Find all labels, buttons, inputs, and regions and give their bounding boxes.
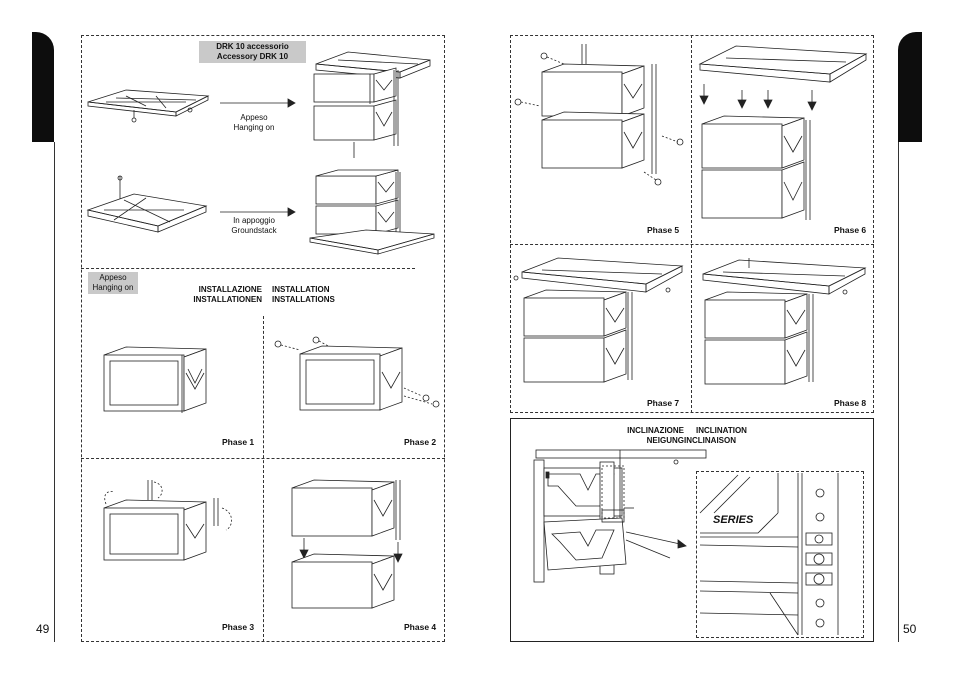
left-edge-tab	[32, 32, 54, 142]
hanging-tag: Appeso Hanging on	[88, 272, 138, 294]
inclination-frame	[510, 418, 874, 642]
groundstack-caption-line2: Groundstack	[231, 226, 277, 235]
phase4-speakers	[291, 479, 403, 609]
right-divider	[510, 244, 874, 245]
frame-illustration-groundstack	[86, 175, 208, 233]
accessory-line2: Accessory DRK 10	[216, 52, 289, 61]
accessory-line1: DRK 10 accessorio	[216, 42, 289, 51]
hanging-tag-line1: Appeso	[99, 273, 127, 282]
phase7-label: Phase 7	[647, 398, 680, 408]
right-divider-vertical	[691, 35, 692, 413]
hanging-caption: Appeso Hanging on	[222, 113, 286, 133]
hanging-stack-illustration	[313, 51, 431, 158]
right-edge-rule	[898, 142, 899, 642]
left-divider-vertical	[263, 316, 264, 642]
inclination-detail	[699, 473, 839, 636]
install-heading-right: INSTALLATION INSTALLATIONS	[272, 285, 335, 305]
hanging-caption-line2: Hanging on	[233, 123, 275, 132]
phase7-speakers	[513, 257, 684, 383]
phase8-speakers	[702, 258, 867, 385]
right-edge-tab	[898, 32, 922, 142]
phase5-speakers	[514, 44, 684, 186]
accessory-label: DRK 10 accessorio Accessory DRK 10	[199, 41, 306, 63]
inclination-heading-left: INCLINAZIONE NEIGUNG	[604, 426, 684, 446]
groundstack-caption-line1: In appoggio	[233, 216, 275, 225]
groundstack-caption: In appoggio Groundstack	[218, 216, 290, 236]
phase6-speakers	[698, 45, 868, 220]
inclination-fr: INCLINAISON	[684, 436, 736, 445]
frame-illustration-hanging	[87, 89, 210, 123]
inclination-heading-right: INCLINATION INCLINAISON	[684, 426, 747, 446]
inclination-side-view	[533, 449, 707, 583]
install-it: INSTALLAZIONE	[198, 285, 262, 294]
arrow-hanging	[220, 98, 296, 108]
arrow-groundstack	[220, 207, 296, 217]
phase5-label: Phase 5	[647, 225, 680, 235]
phase3-label: Phase 3	[222, 622, 255, 632]
phase2-label: Phase 2	[404, 437, 437, 447]
detail-brand-series: SERIES	[713, 514, 754, 526]
inclination-de: NEIGUNG	[646, 436, 684, 445]
phase6-label: Phase 6	[834, 225, 867, 235]
page-number-right: 50	[903, 622, 917, 636]
phase1-speaker	[103, 346, 207, 413]
groundstack-illustration	[309, 169, 435, 255]
inclination-it: INCLINAZIONE	[627, 426, 684, 435]
left-edge-rule	[54, 142, 55, 642]
install-heading-left: INSTALLAZIONE INSTALLATIONEN	[182, 285, 262, 305]
page-number-left: 49	[36, 622, 50, 636]
inclination-en: INCLINATION	[696, 426, 747, 435]
install-en: INSTALLATION	[272, 285, 330, 294]
phase3-speaker	[103, 480, 232, 561]
install-de: INSTALLATIONEN	[193, 295, 262, 304]
phase8-label: Phase 8	[834, 398, 867, 408]
left-divider-top	[81, 268, 415, 269]
right-phases-frame	[510, 35, 874, 413]
phase4-label: Phase 4	[404, 622, 437, 632]
hanging-tag-line2: Hanging on	[92, 283, 134, 292]
install-fr: INSTALLATIONS	[272, 295, 335, 304]
phase1-label: Phase 1	[222, 437, 255, 447]
hanging-caption-line1: Appeso	[240, 113, 268, 122]
phase2-speaker	[274, 336, 440, 411]
inclination-detail-frame	[696, 471, 864, 638]
